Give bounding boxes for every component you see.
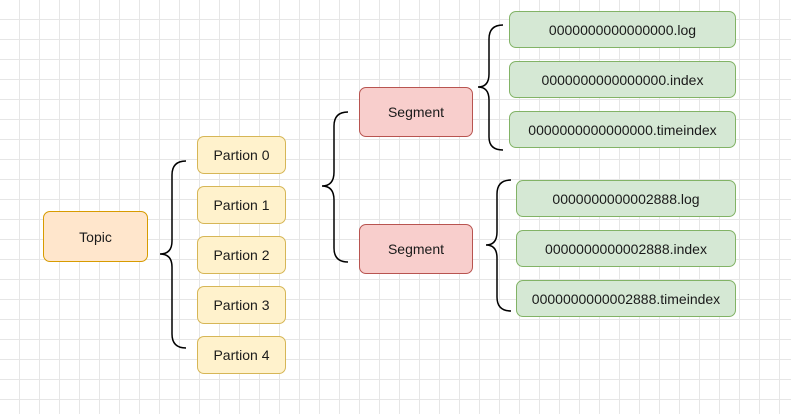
topic-node[interactable]: Topic [43,211,148,262]
segment-node-2[interactable]: Segment [359,224,473,274]
segment-2-log-file[interactable]: 0000000000002888.log [516,180,736,217]
segment-1-index-file[interactable]: 0000000000000000.index [509,61,736,98]
partition-node-2[interactable]: Partion 2 [197,236,286,274]
brace-segment-1-files [477,24,504,151]
segment-1-timeindex-file[interactable]: 0000000000000000.timeindex [509,111,736,148]
partition-node-3[interactable]: Partion 3 [197,286,286,324]
brace-topic-partitions [159,160,187,349]
partition-node-1[interactable]: Partion 1 [197,186,286,224]
brace-segment-2-files [485,179,512,312]
segment-1-log-file[interactable]: 0000000000000000.log [509,11,736,48]
segment-node-1[interactable]: Segment [359,87,473,137]
brace-partition-segments [321,111,349,263]
partition-node-4[interactable]: Partion 4 [197,336,286,374]
partition-node-0[interactable]: Partion 0 [197,136,286,174]
segment-2-index-file[interactable]: 0000000000002888.index [516,230,736,267]
segment-2-timeindex-file[interactable]: 0000000000002888.timeindex [516,280,736,317]
